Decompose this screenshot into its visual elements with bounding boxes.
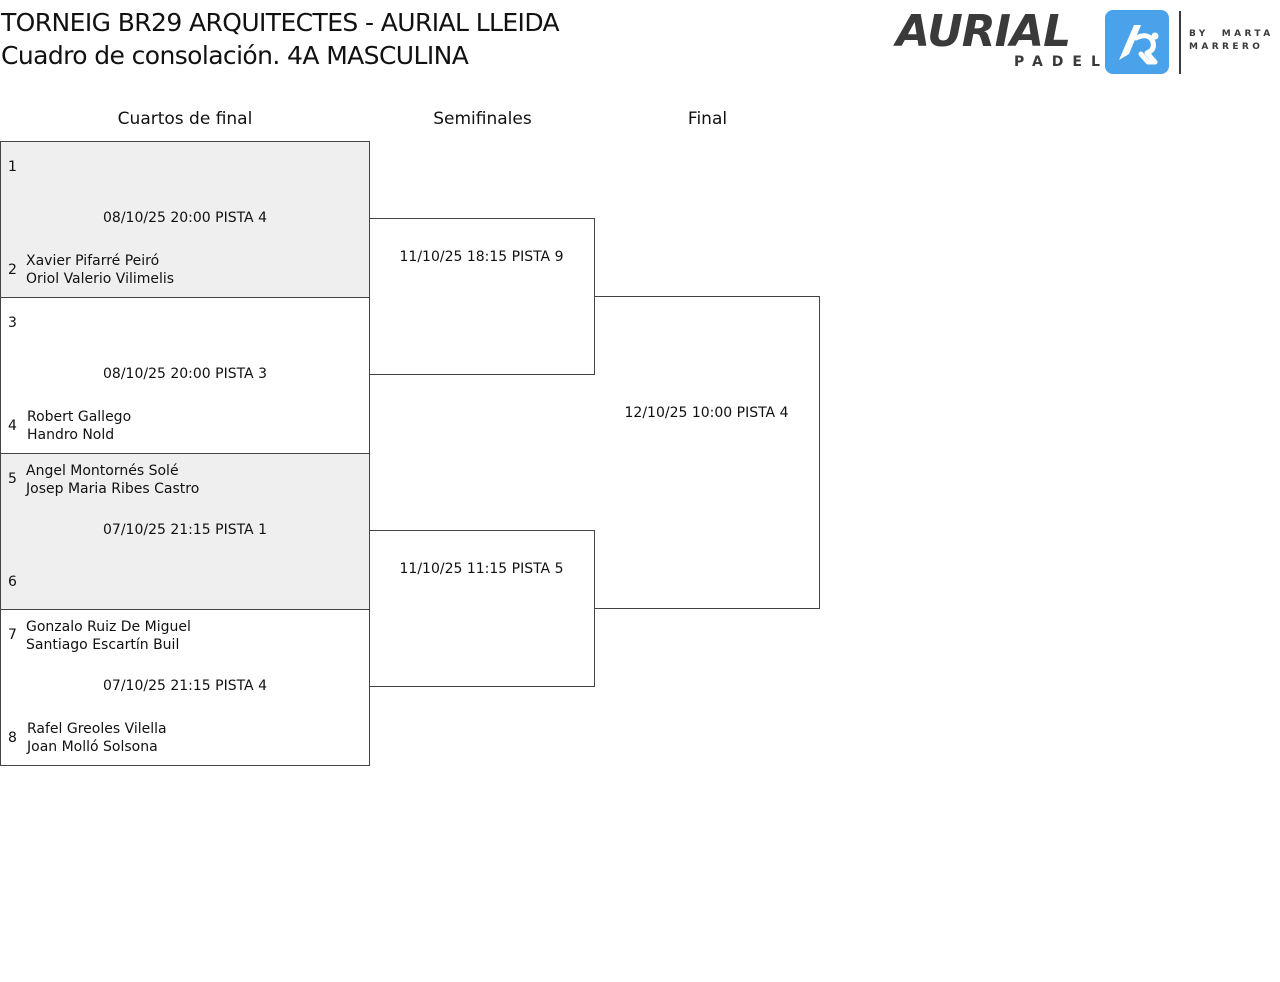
logo-badge-icon [1105,10,1169,74]
logo-wordmark: AURIAL [896,6,1071,57]
semifinal-match-1: 11/10/25 18:15 PISTA 9 [369,218,595,375]
logo-by-text: BY MARTA MARRERO [1189,29,1274,52]
quarterfinal-match-2: 3 08/10/25 20:00 PISTA 3 4 Robert Galleg… [0,297,370,454]
aurial-padel-logo: AURIAL PADEL BY MARTA MARRERO [894,8,1274,76]
team-bottom: Rafel Greoles Vilella Joan Molló Solsona [27,720,167,756]
seed-number: 4 [8,418,17,434]
match-schedule: 07/10/25 21:15 PISTA 4 [103,678,267,694]
match-schedule: 08/10/25 20:00 PISTA 3 [103,366,267,382]
round-header-semifinals: Semifinales [433,109,532,129]
player-name: Josep Maria Ribes Castro [26,481,200,497]
quarterfinal-match-3: 5 Angel Montornés Solé Josep Maria Ribes… [0,453,370,610]
player-name: Joan Molló Solsona [27,739,158,755]
team-top: Angel Montornés Solé Josep Maria Ribes C… [26,462,199,498]
seed-number: 3 [8,315,17,331]
player-name: Xavier Pifarré Peiró [26,253,160,269]
seed-number: 7 [8,627,17,643]
player-name: Oriol Valerio Vilimelis [26,271,175,287]
match-schedule: 11/10/25 11:15 PISTA 5 [399,561,564,577]
player-name: Robert Gallego [27,409,132,425]
player-name: Angel Montornés Solé [26,463,179,479]
seed-number: 5 [8,471,17,487]
team-bottom: Robert Gallego Handro Nold [27,408,131,444]
logo-subtitle: PADEL [1014,54,1109,70]
match-schedule: 07/10/25 21:15 PISTA 1 [103,522,267,538]
final-match: 12/10/25 10:00 PISTA 4 [594,296,820,609]
seed-number: 2 [8,262,17,278]
match-schedule: 11/10/25 18:15 PISTA 9 [399,249,564,265]
logo-divider [1179,11,1181,74]
player-name: Rafel Greoles Vilella [27,721,167,737]
player-name: Gonzalo Ruiz De Miguel [26,619,191,635]
player-name: Handro Nold [27,427,115,443]
seed-number: 8 [8,730,17,746]
match-schedule: 08/10/25 20:00 PISTA 4 [103,210,267,226]
round-header-quarterfinals: Cuartos de final [117,109,253,129]
player-name: Santiago Escartín Buil [26,637,180,653]
bracket-subtitle: Cuadro de consolación. 4A MASCULINA [1,41,469,70]
team-top: Gonzalo Ruiz De Miguel Santiago Escartín… [26,618,191,654]
tournament-title: TORNEIG BR29 ARQUITECTES - AURIAL LLEIDA [1,8,560,37]
quarterfinal-match-4: 7 Gonzalo Ruiz De Miguel Santiago Escart… [0,609,370,766]
seed-number: 6 [8,574,17,590]
seed-number: 1 [8,159,17,175]
match-schedule: 12/10/25 10:00 PISTA 4 [624,405,789,421]
quarterfinal-match-1: 1 08/10/25 20:00 PISTA 4 2 Xavier Pifarr… [0,141,370,298]
round-header-final: Final [687,109,728,129]
semifinal-match-2: 11/10/25 11:15 PISTA 5 [369,530,595,687]
team-bottom: Xavier Pifarré Peiró Oriol Valerio Vilim… [26,252,174,288]
